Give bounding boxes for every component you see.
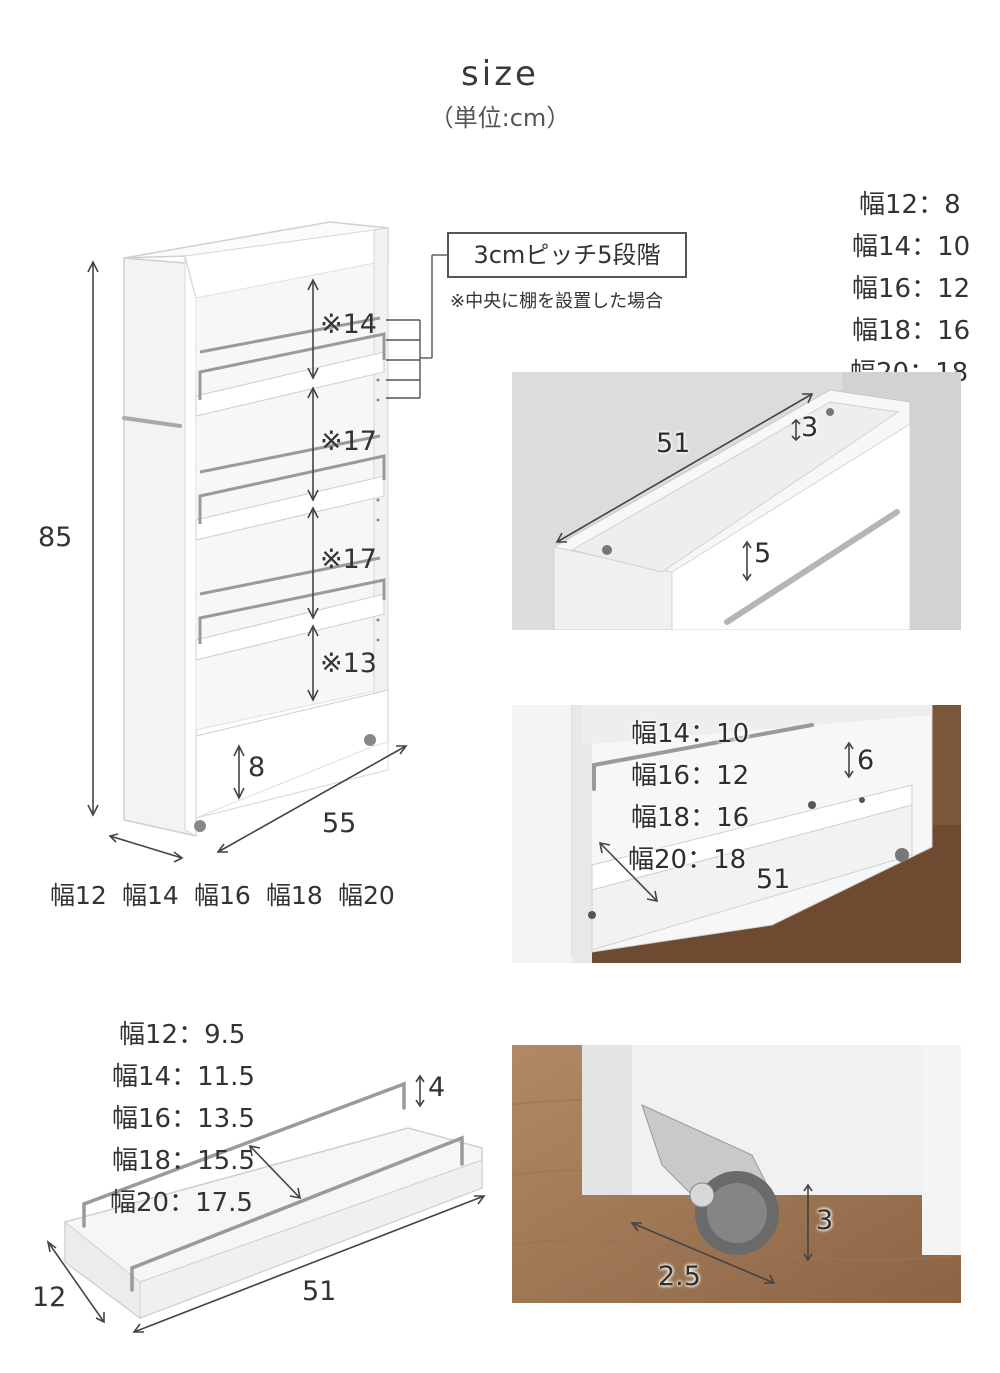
pitch-note: ※中央に棚を設置した場合 — [450, 291, 664, 312]
shelf-gap-4: ※13 — [320, 648, 377, 679]
depth-label: 55 — [322, 808, 357, 839]
width-option: 幅14 — [122, 881, 179, 910]
caster-height-label: 3 — [816, 1205, 834, 1236]
shelf-inner-width: 幅20：17.5 — [110, 1188, 253, 1218]
shelf-gap-1: ※14 — [320, 309, 377, 340]
width-option: 幅20 — [338, 881, 395, 910]
unit-label: （単位:cm） — [429, 104, 571, 132]
shelf-rail-height-label: 4 — [428, 1072, 446, 1103]
shelf-inner-width: 幅12：9.5 — [119, 1020, 246, 1050]
shelf-depth-label: 12 — [32, 1282, 67, 1313]
top-inner-width: 幅14：10 — [852, 232, 971, 262]
top-rim-inset-label: 3 — [801, 412, 819, 443]
bottom-rail-height-label: 6 — [857, 745, 875, 776]
width-option: 幅12 — [50, 881, 107, 910]
caster-detail-photo: 3 2.5 — [512, 1045, 961, 1303]
shelf-inner-width-list: 幅12：9.5 幅14：11.5 幅16：13.5 幅18：15.5 幅20：1… — [110, 1014, 255, 1224]
top-rim-height-label: 5 — [754, 538, 772, 569]
shelf-inner-width: 幅16：13.5 — [112, 1104, 255, 1134]
bottom-detail-photo: 幅12：8 幅14：10 幅16：12 幅18：16 幅20：18 6 51 — [512, 705, 961, 963]
bottom-inner-width: 幅16：12 — [631, 761, 750, 791]
top-inner-width: 幅18：16 — [852, 316, 971, 346]
width-dimension-line — [108, 833, 184, 863]
shelf-gap-arrows — [233, 278, 319, 800]
page-title: size — [461, 54, 539, 94]
top-length-label: 51 — [656, 428, 691, 459]
top-detail-photo: 51 3 5 — [512, 372, 961, 630]
shelf-gap-3: ※17 — [320, 544, 377, 575]
top-inner-width: 幅16：12 — [852, 274, 971, 304]
bottom-inner-width: 幅18：16 — [631, 803, 750, 833]
bottom-length-label: 51 — [756, 864, 791, 895]
width-option: 幅16 — [194, 881, 251, 910]
bottom-inner-width: 幅14：10 — [631, 719, 750, 749]
top-inner-width: 幅12：8 — [859, 190, 961, 220]
height-dimension-line — [87, 260, 99, 817]
rack-body — [122, 221, 389, 837]
shelf-inner-width: 幅14：11.5 — [112, 1062, 255, 1092]
shelf-gap-2: ※17 — [320, 426, 377, 457]
caster-width-label: 2.5 — [658, 1261, 701, 1292]
bottom-inner-width: 幅12：8 — [628, 705, 749, 713]
bottom-inner-width: 幅20：18 — [628, 845, 747, 875]
depth-dimension-line — [216, 745, 408, 853]
shelf-inner-width: 幅18：15.5 — [112, 1146, 255, 1176]
shelf-length-label: 51 — [302, 1276, 337, 1307]
base-height-label: 8 — [248, 752, 266, 783]
pitch-bracket — [386, 254, 447, 399]
pitch-badge: 3cmピッチ5段階 — [447, 232, 687, 278]
height-label: 85 — [38, 522, 73, 553]
bottom-inner-width-list: 幅12：8 幅14：10 幅16：12 幅18：16 幅20：18 — [628, 705, 749, 881]
width-option: 幅18 — [266, 881, 323, 910]
